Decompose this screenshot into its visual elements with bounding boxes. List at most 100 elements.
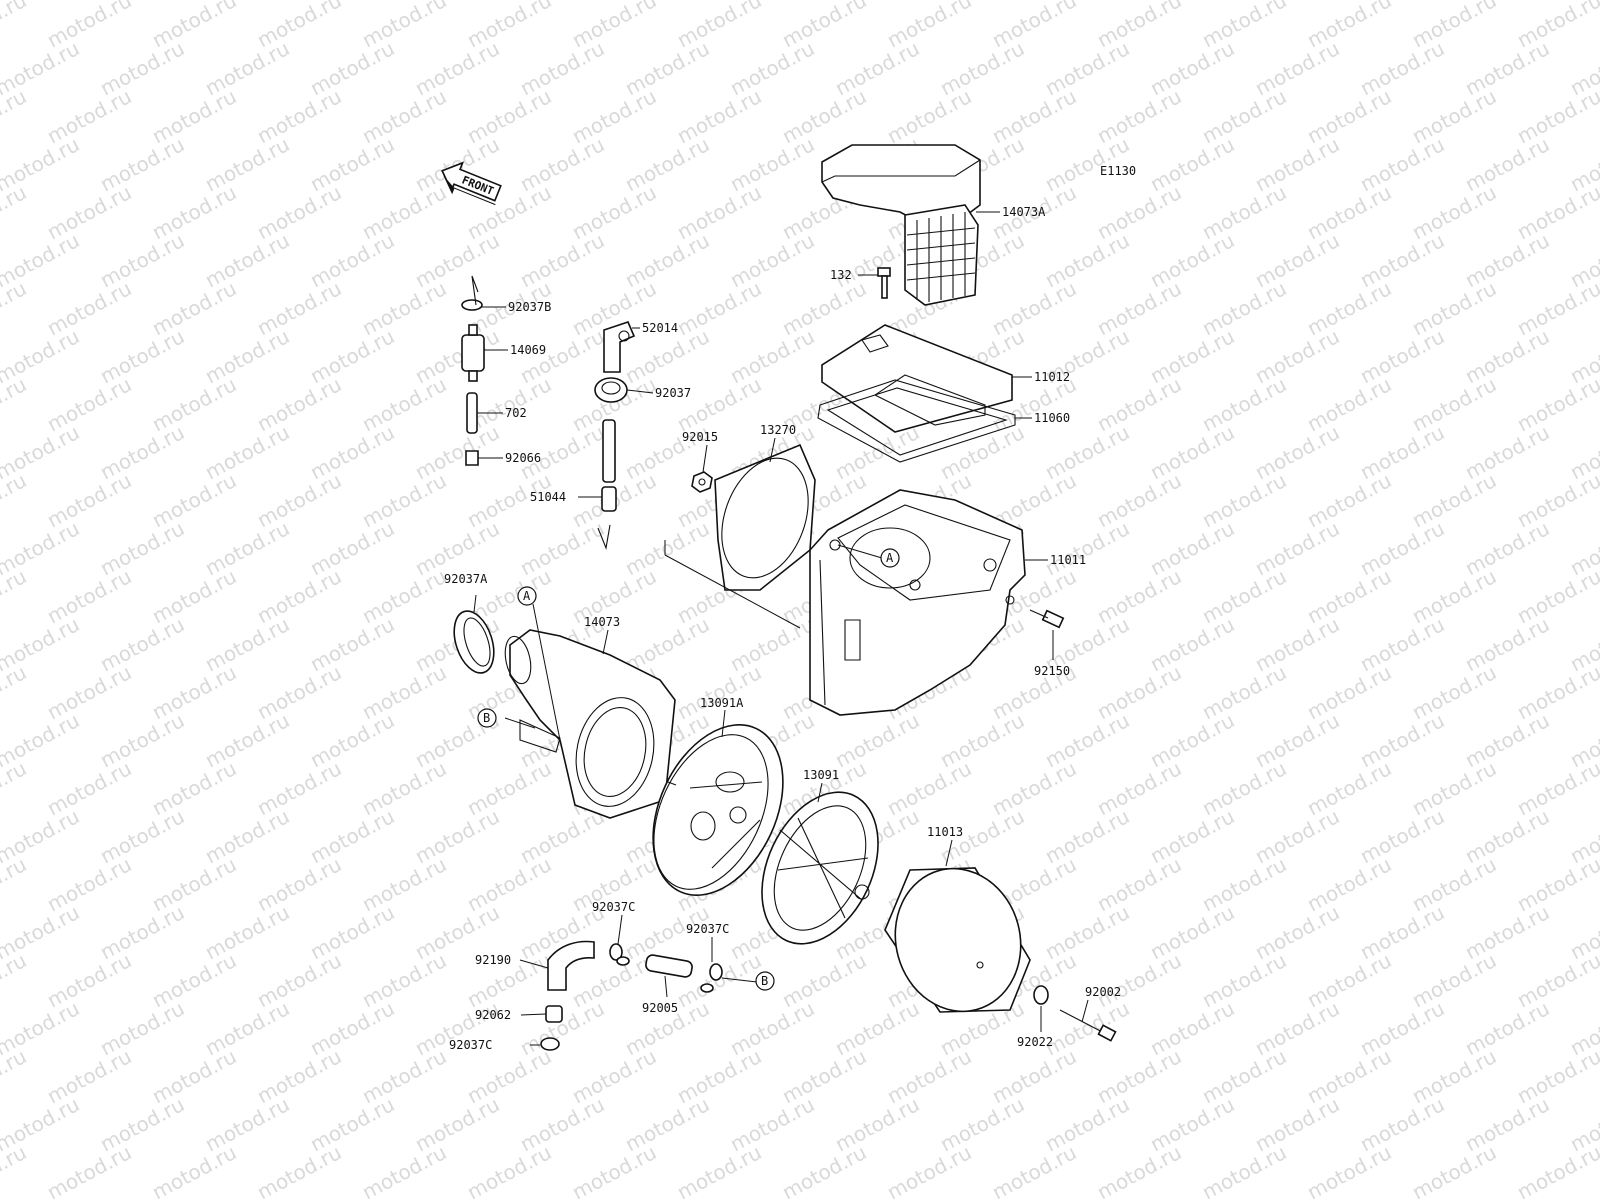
watermark-text: motod.ru — [1513, 564, 1600, 628]
part-92037-clamp — [594, 377, 628, 403]
watermark-text: motod.ru — [673, 84, 765, 148]
watermark-text: motod.ru — [0, 0, 30, 52]
watermark-text: motod.ru — [1303, 852, 1395, 916]
part-14073A-drawing — [821, 144, 981, 306]
label-132: 132 — [830, 268, 852, 282]
watermark-text: motod.ru — [43, 852, 135, 916]
watermark-text: motod.ru — [1198, 276, 1290, 340]
watermark-text: motod.ru — [1513, 276, 1600, 340]
watermark-text: motod.ru — [1408, 756, 1500, 820]
watermark-text: motod.ru — [148, 468, 240, 532]
marker-letter: B — [761, 974, 768, 988]
watermark-text: motod.ru — [1093, 948, 1185, 1012]
watermark-text: motod.ru — [673, 276, 765, 340]
label-11060: 11060 — [1034, 411, 1070, 425]
watermark-text: motod.ru — [568, 1140, 660, 1200]
watermark-text: motod.ru — [1093, 84, 1185, 148]
reference-marker-b-duct: B — [477, 708, 497, 728]
watermark-text: motod.ru — [253, 1140, 345, 1200]
part-92022-washer — [1033, 985, 1049, 1005]
watermark-text: motod.ru — [1513, 852, 1600, 916]
watermark-text: motod.ru — [253, 564, 345, 628]
watermark-text: motod.ru — [43, 1044, 135, 1108]
watermark-text: motod.ru — [673, 948, 765, 1012]
watermark-text: motod.ru — [43, 276, 135, 340]
watermark-text: motod.ru — [988, 84, 1080, 148]
watermark-text: motod.ru — [1303, 948, 1395, 1012]
watermark-text: motod.ru — [1303, 468, 1395, 532]
watermark-text: motod.ru — [43, 468, 135, 532]
label-51044: 51044 — [530, 490, 566, 504]
watermark-text: motod.ru — [358, 852, 450, 916]
label-14073A: 14073A — [1002, 205, 1046, 219]
watermark-text: motod.ru — [1198, 1044, 1290, 1108]
watermark-text: motod.ru — [148, 276, 240, 340]
part-11011-airbox — [809, 489, 1026, 716]
watermark-text: motod.ru — [0, 1044, 30, 1108]
watermark-text: motod.ru — [778, 1140, 870, 1200]
watermark-text: motod.ru — [1408, 276, 1500, 340]
watermark-text: motod.ru — [988, 1140, 1080, 1200]
label-52014: 52014 — [642, 321, 678, 335]
watermark-text: motod.ru — [0, 564, 30, 628]
watermark-text: motod.ru — [253, 660, 345, 724]
part-92037A-clamp — [453, 610, 495, 674]
watermark-text: motod.ru — [358, 1044, 450, 1108]
watermark-text: motod.ru — [1303, 1044, 1395, 1108]
part-92037B-clip — [461, 275, 483, 311]
watermark-text: motod.ru — [1093, 372, 1185, 436]
watermark-text: motod.ru — [883, 756, 975, 820]
watermark-text: motod.ru — [1303, 372, 1395, 436]
watermark-text: motod.ru — [0, 180, 30, 244]
watermark-text: motod.ru — [1408, 852, 1500, 916]
part-132-bolt — [877, 267, 891, 299]
watermark-text: motod.ru — [1303, 660, 1395, 724]
watermark-text: motod.ru — [1408, 372, 1500, 436]
watermark-text: motod.ru — [1093, 276, 1185, 340]
watermark-text: motod.ru — [778, 84, 870, 148]
label-11012: 11012 — [1034, 370, 1070, 384]
watermark-text: motod.ru — [253, 84, 345, 148]
part-92037C-clip-c — [540, 1037, 560, 1051]
watermark-text: motod.ru — [988, 276, 1080, 340]
watermark-text: motod.ru — [43, 84, 135, 148]
watermark-text: motod.ru — [148, 948, 240, 1012]
watermark-text: motod.ru — [1408, 1140, 1500, 1200]
watermark-text: motod.ru — [0, 660, 30, 724]
label-13091A: 13091A — [700, 696, 744, 710]
watermark-text: motod.ru — [358, 1140, 450, 1200]
watermark-text: motod.ru — [358, 84, 450, 148]
label-11011: 11011 — [1050, 553, 1086, 567]
watermark-text: motod.ru — [1093, 564, 1185, 628]
watermark-text: motod.ru — [463, 852, 555, 916]
watermark-text: motod.ru — [1303, 84, 1395, 148]
watermark-text: motod.ru — [148, 852, 240, 916]
marker-letter: A — [523, 589, 531, 603]
diagram-code: E1130 — [1100, 164, 1136, 178]
part-51044-hose — [597, 419, 617, 551]
part-11013-element — [884, 867, 1031, 1013]
watermark-text: motod.ru — [1198, 1140, 1290, 1200]
watermark-text: motod.ru — [1408, 948, 1500, 1012]
watermark-text: motod.ru — [0, 948, 30, 1012]
part-702-pipe — [466, 392, 478, 434]
watermark-text: motod.ru — [1408, 468, 1500, 532]
watermark-text: motod.ru — [1198, 84, 1290, 148]
watermark-text: motod.ru — [1093, 660, 1185, 724]
watermark-text: motod.ru — [1303, 756, 1395, 820]
label-92037: 92037 — [655, 386, 691, 400]
watermark-text: motod.ru — [253, 468, 345, 532]
label-14069: 14069 — [510, 343, 546, 357]
watermark-text: motod.ru — [1513, 468, 1600, 532]
watermark-text: motod.ru — [1198, 948, 1290, 1012]
watermark-text: motod.ru — [0, 852, 30, 916]
label-92002: 92002 — [1085, 985, 1121, 999]
marker-letter: A — [886, 551, 894, 565]
part-13270-gasket — [714, 443, 816, 591]
watermark-text: motod.ru — [358, 564, 450, 628]
label-92062: 92062 — [475, 1008, 511, 1022]
part-13091A-plate — [652, 724, 784, 896]
watermark-text: motod.ru — [43, 756, 135, 820]
watermark-text: motod.ru — [1513, 660, 1600, 724]
watermark-text: motod.ru — [148, 180, 240, 244]
